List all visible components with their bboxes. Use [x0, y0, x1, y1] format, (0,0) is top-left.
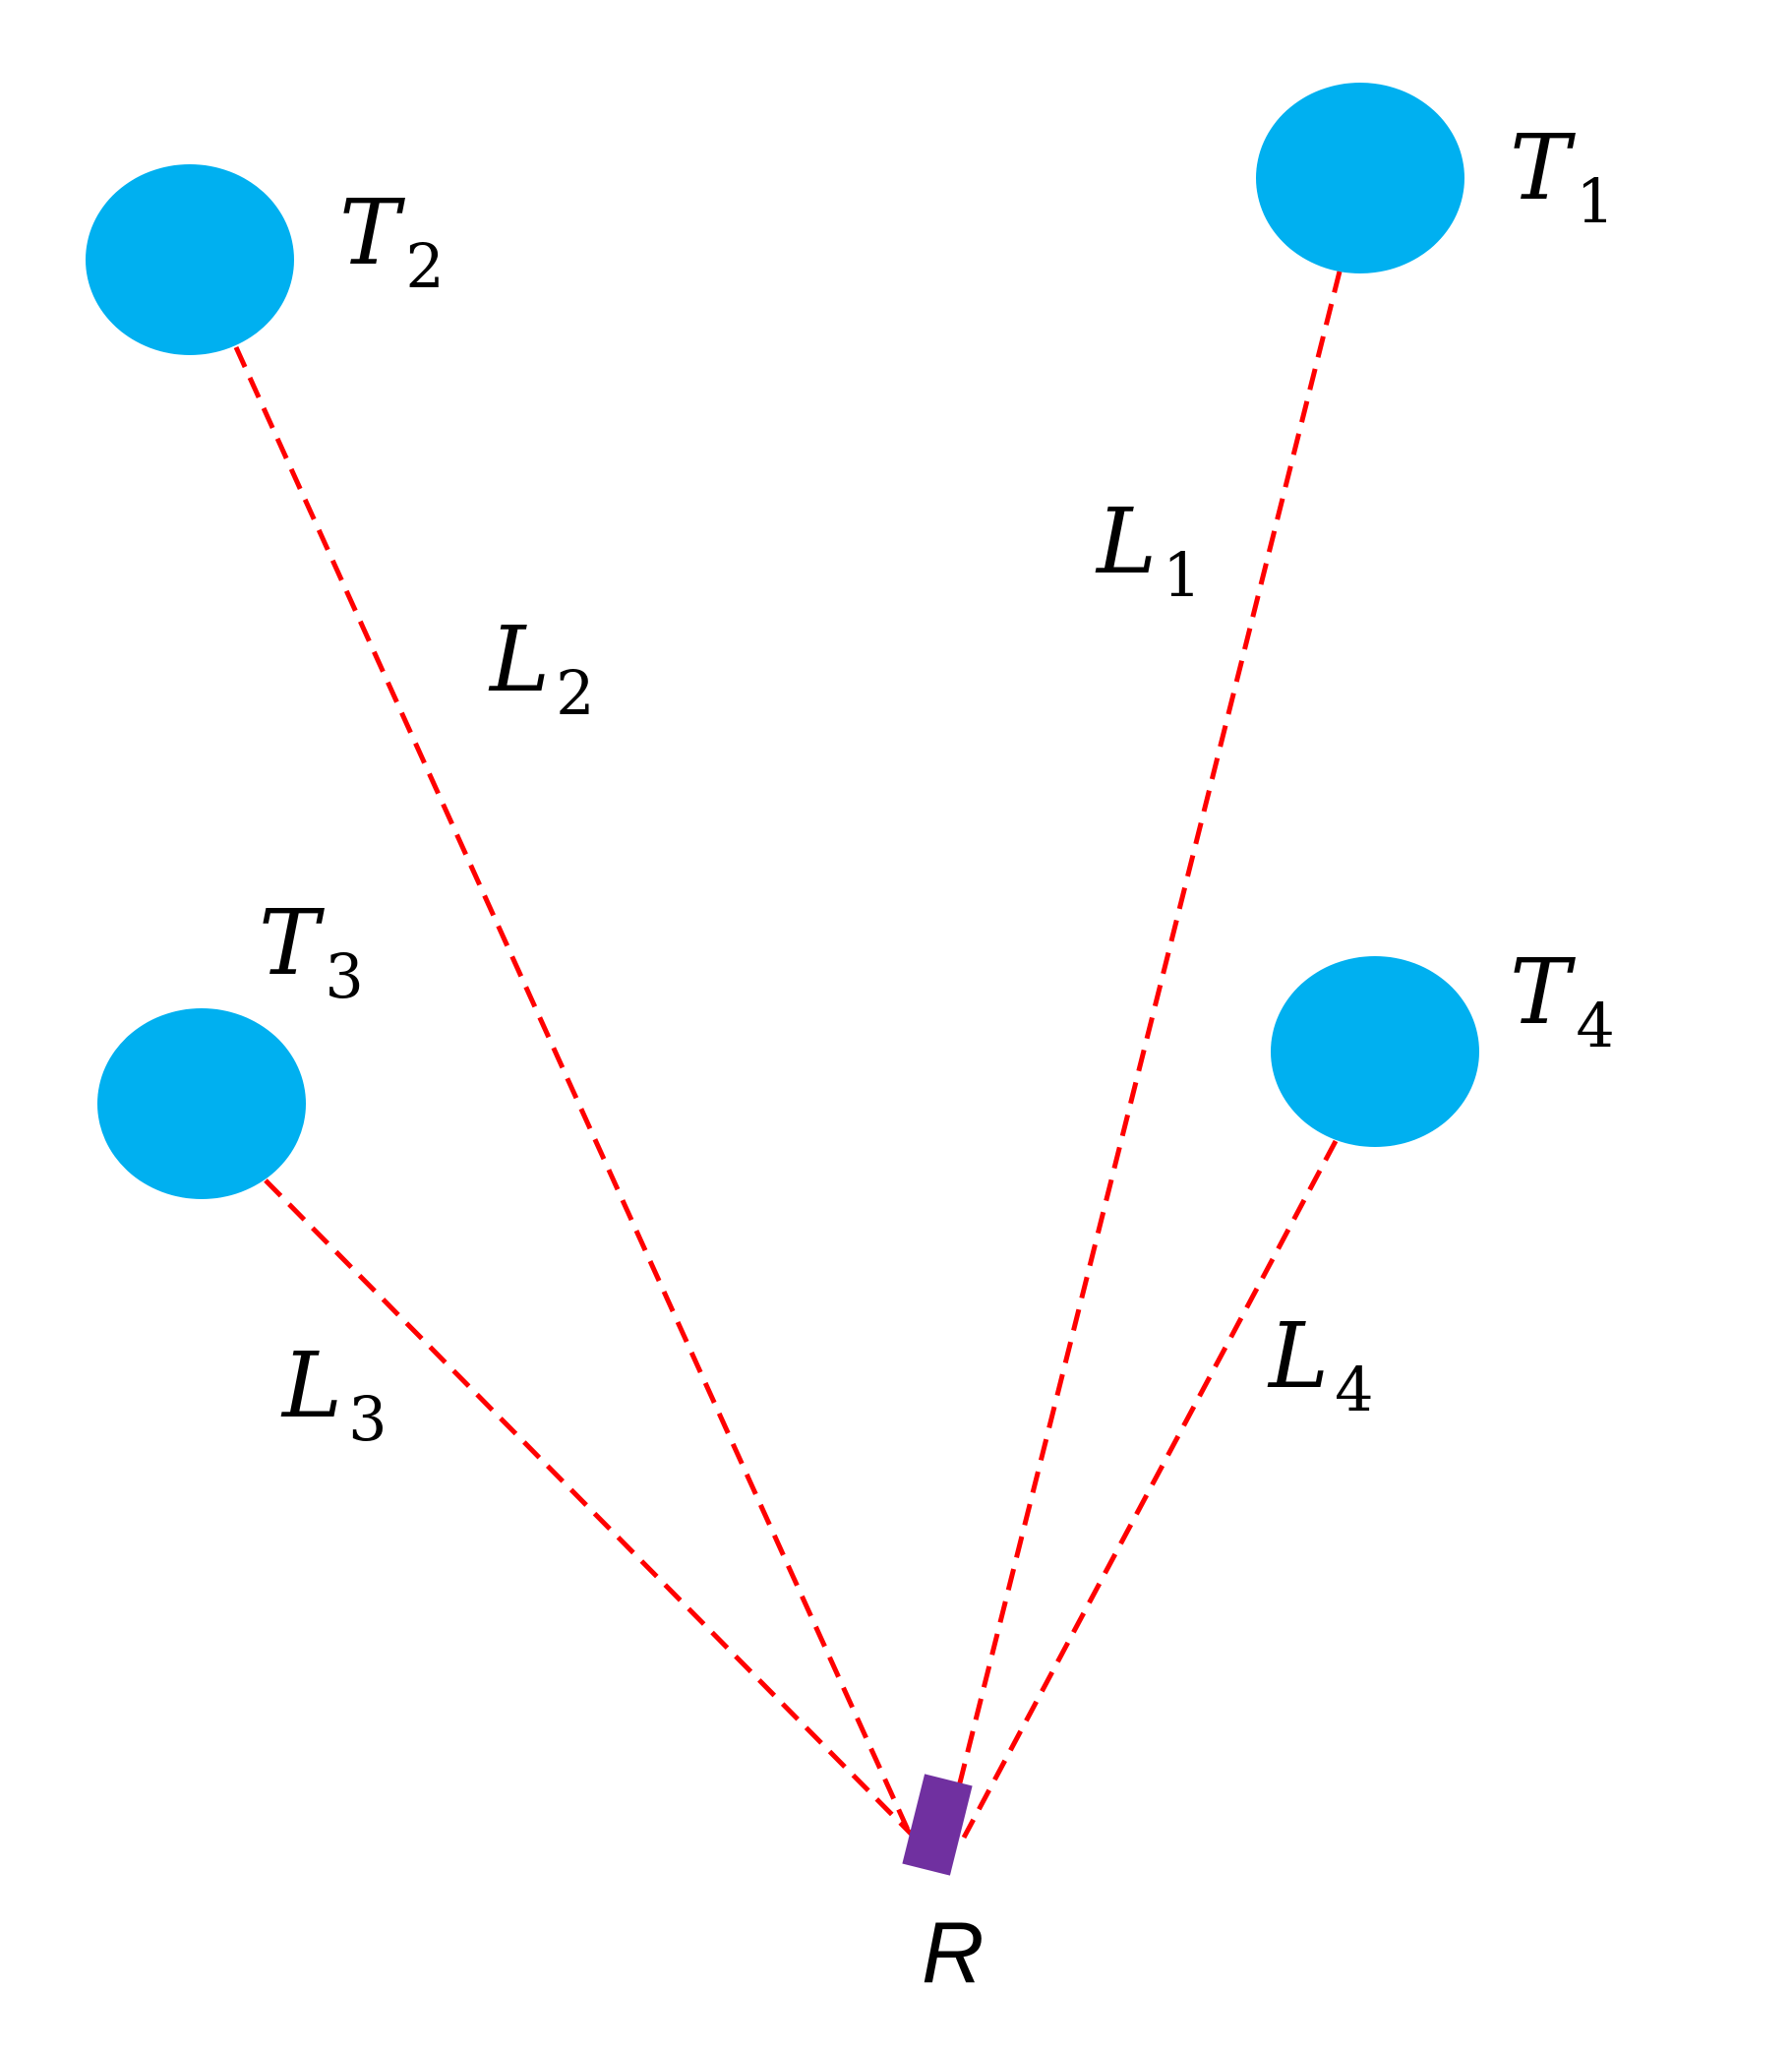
- link-l3-line: [264, 1178, 917, 1840]
- transmitter-t3-node: [97, 1008, 306, 1199]
- receiver-node: [902, 1774, 973, 1876]
- transmitter-t2-label: T2: [339, 180, 445, 302]
- link-l1-line: [943, 271, 1343, 1839]
- link-l2-label: L2: [488, 607, 595, 729]
- link-l1-label: L1: [1095, 489, 1202, 611]
- link-l2-line: [233, 345, 920, 1851]
- transmitter-t3-label: T3: [259, 890, 364, 1012]
- link-l4-line: [961, 1139, 1339, 1840]
- receiver-label: R: [922, 1903, 985, 2001]
- transmitter-t4-label: T4: [1510, 939, 1615, 1061]
- link-l4-label: L4: [1267, 1303, 1374, 1425]
- transmitter-t4-node: [1271, 956, 1479, 1147]
- transmitter-t1-label: T1: [1510, 115, 1615, 237]
- transmitter-t1-node: [1256, 83, 1464, 273]
- link-l3-label: L3: [280, 1333, 388, 1455]
- transmitter-t2-node: [86, 164, 294, 355]
